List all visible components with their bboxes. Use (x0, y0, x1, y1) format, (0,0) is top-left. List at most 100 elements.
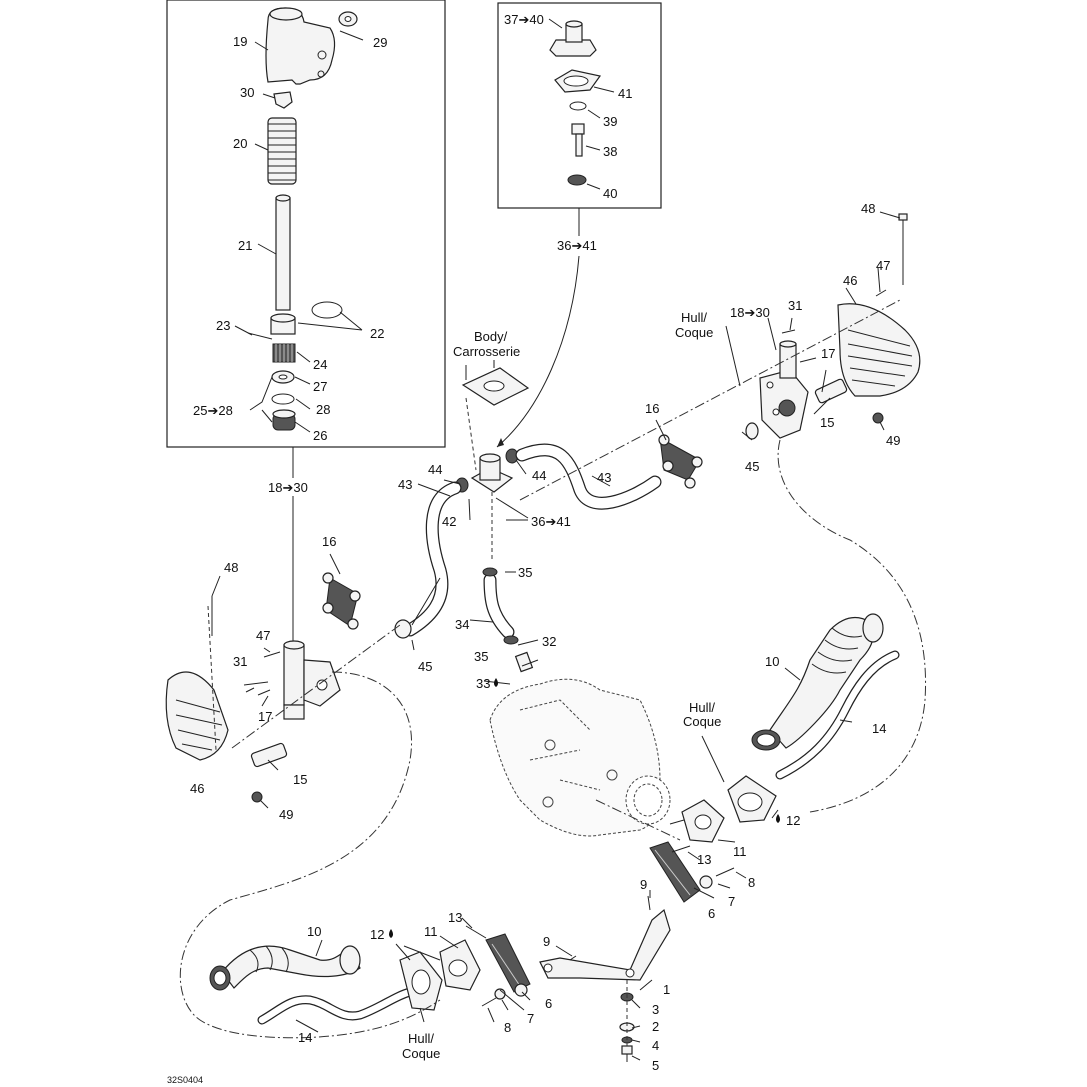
part-14-cable-right (775, 650, 900, 780)
label-46-left: 46 (190, 781, 204, 796)
part-39-o-ring (569, 101, 587, 111)
part-46-shield-left (165, 671, 229, 761)
part-35-clamp-top (482, 567, 498, 577)
label-32: 32 (542, 634, 556, 649)
label-carrosserie: Carrosserie (453, 344, 520, 359)
label-47-right: 47 (876, 258, 890, 273)
part-35-clamp-bottom (503, 635, 519, 645)
label-36-41-top: 36➔41 (557, 238, 597, 253)
part-15-spline-right (814, 378, 848, 404)
part-26-seal (272, 409, 296, 431)
label-33-drop-icon (494, 678, 498, 687)
label-35-top: 35 (518, 565, 532, 580)
label-12-right-drop-icon (776, 814, 780, 823)
label-coque-3: Coque (402, 1046, 440, 1061)
part-31-screw-left (243, 681, 269, 686)
label-44-left: 44 (428, 462, 442, 477)
label-19: 19 (233, 34, 247, 49)
jet-pump-body (489, 678, 671, 837)
label-48-right: 48 (861, 201, 875, 216)
steering-column-inset-box (166, 0, 446, 448)
center-pivot-assembly (470, 453, 514, 560)
label-18-30-right: 18➔30 (730, 305, 770, 320)
part-17-screw-right (799, 357, 817, 363)
label-31-right: 31 (788, 298, 802, 313)
label-35-bottom: 35 (474, 649, 488, 664)
left-steering-bracket (283, 640, 341, 720)
label-2: 2 (652, 1019, 659, 1034)
part-45-ring-right (745, 422, 759, 440)
label-24: 24 (313, 357, 327, 372)
label-6-right: 6 (708, 906, 715, 921)
label-11-left: 11 (424, 924, 438, 939)
part-30-nut (273, 91, 293, 109)
part-43-hose-left (403, 481, 462, 637)
part-43-hose-right (515, 443, 662, 510)
label-33: 33 (476, 676, 490, 691)
label-41: 41 (618, 86, 632, 101)
label-13-right: 13 (697, 852, 711, 867)
part-42-screw (468, 498, 471, 521)
label-1: 1 (663, 982, 670, 997)
part-1-bracket (539, 908, 671, 981)
part-9-screw-left (569, 955, 577, 961)
label-42: 42 (442, 514, 456, 529)
label-25-28: 25➔28 (193, 403, 233, 418)
label-18-30-left: 18➔30 (268, 480, 308, 495)
part-7-washer-right (699, 875, 713, 889)
label-40: 40 (603, 186, 617, 201)
label-15-right: 15 (820, 415, 834, 430)
part-49-nut-left (251, 791, 263, 803)
part-21-shaft (275, 194, 291, 311)
part-hull-plate-right (727, 775, 777, 823)
part-34-small-hose (483, 573, 515, 639)
part-38-pin (571, 123, 585, 157)
part-46-shield-right (837, 303, 921, 397)
label-12-right: 12 (786, 813, 800, 828)
part-41-gasket (554, 69, 602, 93)
part-23-pin (247, 332, 273, 340)
part-31-screw-right (781, 329, 796, 334)
label-9-right: 9 (640, 877, 647, 892)
label-coque-2: Coque (683, 714, 721, 729)
part-6-arm-left (485, 933, 531, 997)
label-39: 39 (603, 114, 617, 129)
label-14-left: 14 (298, 1030, 312, 1045)
part-13-screw-left (465, 925, 487, 939)
label-hull-2: Hull/ (689, 700, 715, 715)
label-16-left: 16 (322, 534, 336, 549)
label-10-left: 10 (307, 924, 321, 939)
label-6-left: 6 (545, 996, 552, 1011)
part-11-flange-left (439, 939, 481, 991)
label-21: 21 (238, 238, 252, 253)
label-23: 23 (216, 318, 230, 333)
label-17-right: 17 (821, 346, 835, 361)
label-body: Body/ (474, 329, 508, 344)
label-4: 4 (652, 1038, 659, 1053)
part-5-bolt (621, 1045, 633, 1062)
part-45-ring-left (394, 619, 412, 639)
label-coque-1: Coque (675, 325, 713, 340)
part-6-arm-right (649, 841, 701, 903)
label-29: 29 (373, 35, 387, 50)
part-15-spline-left (250, 742, 288, 768)
label-12-left-drop-icon (389, 929, 393, 938)
label-26: 26 (313, 428, 327, 443)
label-3: 3 (652, 1002, 659, 1017)
part-20-spring (267, 117, 297, 185)
label-16-right: 16 (645, 401, 659, 416)
callout-labels: 19 29 30 20 21 23 22 24 27 25➔28 28 26 1… (167, 12, 900, 1085)
part-10-boot-right (751, 613, 884, 751)
label-27: 27 (313, 379, 327, 394)
label-28: 28 (316, 402, 330, 417)
part-11-flange-right (681, 799, 725, 843)
label-38: 38 (603, 144, 617, 159)
label-46-right: 46 (843, 273, 857, 288)
part-47-screw-right (875, 289, 887, 297)
part-47-screw-left (263, 651, 281, 658)
label-30: 30 (240, 85, 254, 100)
label-20: 20 (233, 136, 247, 151)
label-8-left: 8 (504, 1020, 511, 1035)
